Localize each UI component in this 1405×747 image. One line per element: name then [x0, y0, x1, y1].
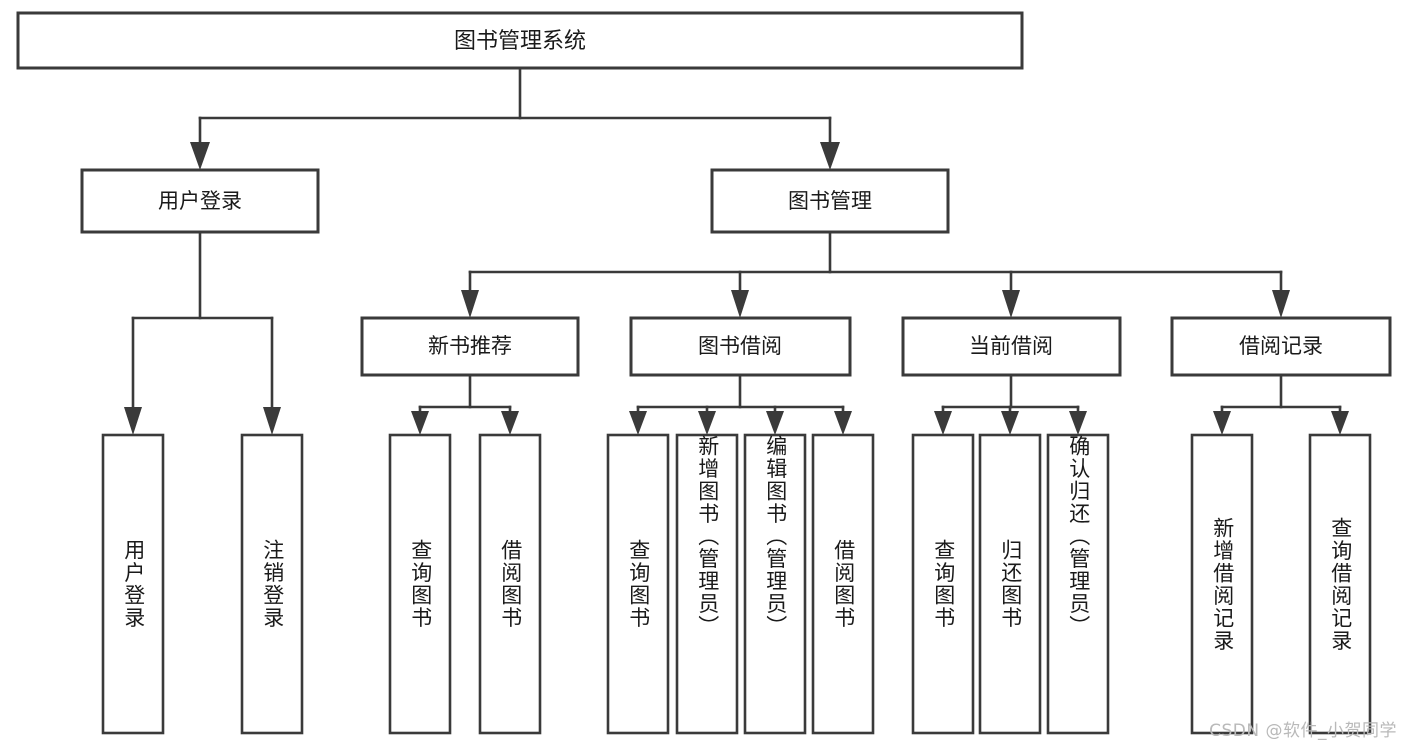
node-new-book-recommend-label: 新书推荐: [428, 334, 512, 358]
node-book-mgmt[interactable]: 图书管理: [710, 168, 950, 234]
node-book-borrow-label: 图书借阅: [698, 334, 782, 358]
leaf-box-borrow-book-2[interactable]: [811, 433, 875, 735]
arrow-head-borrow-c4: [834, 411, 852, 435]
leaf-box-edit-book-admin[interactable]: [743, 433, 807, 735]
arrow-head-borrow-c2: [698, 411, 716, 435]
node-book-mgmt-label: 图书管理: [788, 189, 872, 213]
node-root-box[interactable]: [16, 11, 1024, 70]
arrow-head-user-login-child2: [263, 407, 281, 435]
leaf-box-query-borrow-record[interactable]: [1308, 433, 1372, 735]
watermark-text: CSDN @软件_小贺同学: [1209, 721, 1397, 741]
connector-group-current: [934, 373, 1087, 435]
leaf-box-logout[interactable]: [240, 433, 304, 735]
connector-group-borrow: [629, 373, 852, 435]
arrow-head-borrow-c3: [766, 411, 784, 435]
leaf-box-return-book[interactable]: [978, 433, 1042, 735]
arrow-head-records-c2: [1331, 411, 1349, 435]
leaf-box-borrow-book-1[interactable]: [478, 433, 542, 735]
arrow-head-borrow-c1: [629, 411, 647, 435]
arrow-head-newbook-c2: [501, 411, 519, 435]
connector-group-records: [1213, 373, 1349, 435]
node-borrow-records[interactable]: 借阅记录: [1170, 316, 1392, 377]
node-user-login-box[interactable]: [80, 168, 320, 234]
leaf-box-query-book-3[interactable]: [911, 433, 975, 735]
node-user-login[interactable]: 用户登录: [80, 168, 320, 234]
arrow-head-current-c3: [1069, 411, 1087, 435]
connector-group-book-mgmt: [461, 230, 1290, 318]
arrow-head-current-c2: [1001, 411, 1019, 435]
leaf-box-confirm-return-admin[interactable]: [1046, 433, 1110, 735]
node-book-mgmt-box[interactable]: [710, 168, 950, 234]
leaf-box-user-login[interactable]: [101, 433, 165, 735]
connector-group-newbook: [411, 373, 519, 435]
node-root-label: 图书管理系统: [454, 29, 586, 54]
connector-group-user-login: [124, 230, 281, 435]
node-new-book-recommend[interactable]: 新书推荐: [360, 316, 580, 377]
node-borrow-records-box[interactable]: [1170, 316, 1392, 377]
arrow-head-borrow: [731, 290, 749, 318]
arrow-head-records: [1272, 290, 1290, 318]
node-current-borrow[interactable]: 当前借阅: [901, 316, 1122, 377]
leaf-box-add-book-admin[interactable]: [675, 433, 739, 735]
node-user-login-label: 用户登录: [158, 189, 242, 213]
arrow-head-current-c1: [934, 411, 952, 435]
node-current-borrow-label: 当前借阅: [969, 334, 1053, 358]
arrow-head-user-login-child1: [124, 407, 142, 435]
node-new-book-recommend-box[interactable]: [360, 316, 580, 377]
leaf-box-add-borrow-record[interactable]: [1190, 433, 1254, 735]
node-current-borrow-box[interactable]: [901, 316, 1122, 377]
arrow-head-newbook: [461, 290, 479, 318]
node-borrow-records-label: 借阅记录: [1239, 334, 1323, 358]
leaf-box-query-book-2[interactable]: [606, 433, 670, 735]
arrow-head-newbook-c1: [411, 411, 429, 435]
node-root[interactable]: 图书管理系统: [16, 11, 1024, 70]
leaf-box-query-book-1[interactable]: [388, 433, 452, 735]
node-book-borrow-box[interactable]: [629, 316, 852, 377]
arrow-head-book-mgmt: [820, 142, 840, 170]
arrow-head-current: [1002, 290, 1020, 318]
node-book-borrow[interactable]: 图书借阅: [629, 316, 852, 377]
arrow-head-user-login: [190, 142, 210, 170]
connector-group-root: [190, 66, 840, 170]
arrow-head-records-c1: [1213, 411, 1231, 435]
